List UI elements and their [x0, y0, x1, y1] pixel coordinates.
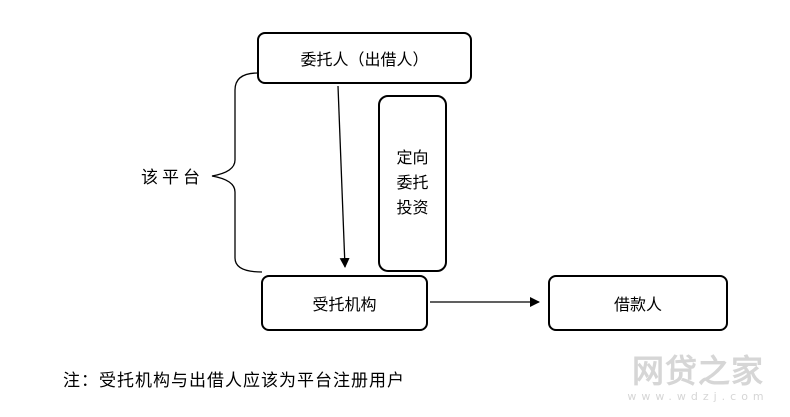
directed-investment-line-2: 委托 — [396, 173, 429, 193]
watermark: 网贷之家 www.wdzj.com — [618, 352, 778, 412]
trustee-label: 受托机构 — [312, 295, 377, 314]
directed-investment-line-3: 投资 — [396, 197, 429, 217]
borrower-box: 借款人 — [548, 275, 728, 331]
platform-label: 该平台 — [141, 168, 204, 188]
watermark-logo-text: 网贷之家 — [631, 352, 764, 390]
watermark-url: www.wdzj.com — [627, 390, 769, 403]
footnote: 注：受托机构与出借人应该为平台注册用户 — [63, 371, 405, 391]
principal-box: 委托人（出借人） — [257, 32, 472, 84]
borrower-label: 借款人 — [613, 295, 662, 314]
platform-brace — [211, 72, 263, 273]
arrow-principal-to-trustee — [337, 85, 350, 268]
directed-investment-line-1: 定向 — [396, 148, 429, 168]
directed-investment-box: 定向 委托 投资 — [378, 95, 447, 272]
principal-label: 委托人（出借人） — [300, 50, 429, 69]
trustee-box: 受托机构 — [261, 275, 428, 331]
